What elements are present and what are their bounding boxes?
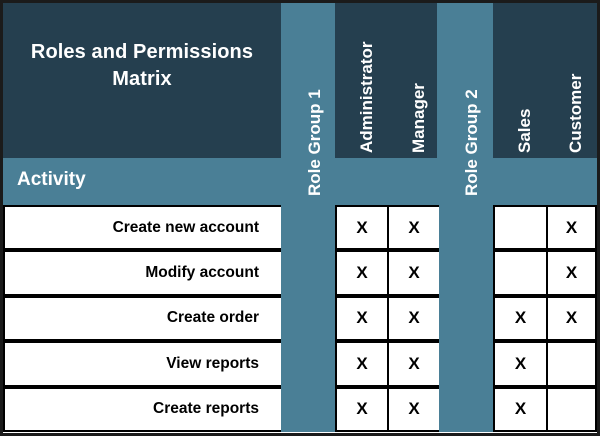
permission-cell-manager: X xyxy=(387,386,439,432)
permission-cell-sales: X xyxy=(493,386,546,432)
table-row: Create reports X X X xyxy=(3,386,597,432)
page-title-line-2: Matrix xyxy=(112,68,172,90)
permission-cell-sales: X xyxy=(493,295,546,342)
permission-mark: X xyxy=(408,353,420,373)
permission-cell-customer xyxy=(546,386,597,432)
permission-mark: X xyxy=(514,308,527,328)
permission-cell-administrator: X xyxy=(335,295,387,342)
permission-cell-sales xyxy=(493,205,546,251)
permission-mark: X xyxy=(356,399,368,419)
column-header-administrator: Administrator xyxy=(357,41,376,153)
activity-name: Create order xyxy=(166,309,259,327)
role-group-2-spacer xyxy=(439,205,493,251)
column-header-sales: Sales xyxy=(515,108,534,153)
permission-mark: X xyxy=(408,263,420,283)
role-group-2-spacer xyxy=(439,250,493,296)
role-group-1-spacer xyxy=(281,205,335,251)
column-header-role-group-2: Role Group 2 xyxy=(462,89,481,196)
page-title-line-1: Roles and Permissions xyxy=(30,41,254,63)
permission-mark: X xyxy=(356,308,368,328)
permission-mark: X xyxy=(356,217,368,237)
activity-column-header: Activity xyxy=(17,169,86,190)
permission-mark: X xyxy=(408,217,420,237)
permission-mark: X xyxy=(565,263,578,283)
permission-cell-manager: X xyxy=(387,341,439,387)
activity-cell: Create new account xyxy=(3,205,281,251)
table-row: Modify account X X X xyxy=(3,250,597,296)
column-header-customer: Customer xyxy=(566,73,585,153)
activity-name: Create new account xyxy=(112,218,259,236)
column-header-manager: Manager xyxy=(409,83,428,153)
activity-cell: Create order xyxy=(3,295,281,342)
permission-mark: X xyxy=(356,353,368,373)
role-group-1-spacer xyxy=(281,250,335,296)
permission-mark: X xyxy=(408,308,420,328)
permission-cell-manager: X xyxy=(387,295,439,342)
role-group-2-spacer xyxy=(439,295,493,342)
permission-mark: X xyxy=(356,263,368,283)
permission-mark: X xyxy=(565,217,578,237)
activity-name: View reports xyxy=(166,354,259,372)
role-group-2-spacer xyxy=(439,341,493,387)
role-group-1-spacer xyxy=(281,341,335,387)
permission-cell-administrator: X xyxy=(335,386,387,432)
permission-cell-manager: X xyxy=(387,250,439,296)
activity-cell: View reports xyxy=(3,341,281,387)
role-group-1-spacer xyxy=(281,295,335,342)
permission-mark: X xyxy=(514,353,527,373)
activity-name: Modify account xyxy=(145,264,259,282)
matrix-body: Create new account X X X Modify account xyxy=(3,205,597,433)
role-group-2-spacer xyxy=(439,386,493,432)
permission-cell-sales xyxy=(493,250,546,296)
activity-name: Create reports xyxy=(153,400,259,418)
permission-cell-customer xyxy=(546,341,597,387)
permission-cell-customer: X xyxy=(546,250,597,296)
table-row: Create new account X X X xyxy=(3,205,597,251)
column-header-role-group-1: Role Group 1 xyxy=(305,89,324,196)
table-row: View reports X X X xyxy=(3,341,597,387)
permission-mark: X xyxy=(565,308,578,328)
permission-cell-customer: X xyxy=(546,295,597,342)
permission-mark: X xyxy=(514,399,527,419)
permission-cell-customer: X xyxy=(546,205,597,251)
activity-band xyxy=(3,158,597,205)
activity-cell: Modify account xyxy=(3,250,281,296)
activity-cell: Create reports xyxy=(3,386,281,432)
permission-mark: X xyxy=(408,399,420,419)
page-title: Roles and Permissions Matrix xyxy=(3,39,281,93)
role-group-1-spacer xyxy=(281,386,335,432)
permission-cell-administrator: X xyxy=(335,250,387,296)
permission-cell-administrator: X xyxy=(335,341,387,387)
permission-cell-administrator: X xyxy=(335,205,387,251)
table-row: Create order X X X X xyxy=(3,295,597,342)
permission-cell-sales: X xyxy=(493,341,546,387)
permission-cell-manager: X xyxy=(387,205,439,251)
